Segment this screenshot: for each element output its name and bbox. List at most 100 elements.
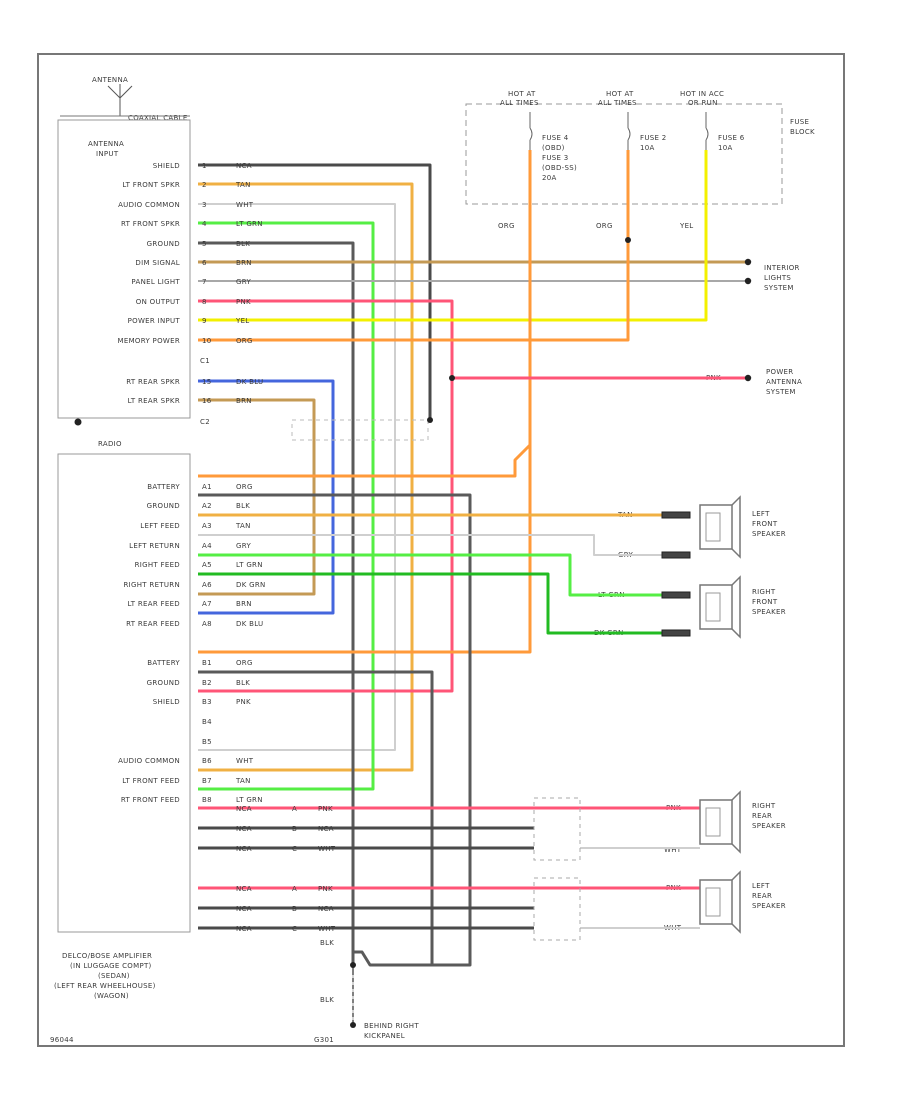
top-pin-wire-color: PNK (236, 298, 251, 306)
radio-a-pin-number: A3 (202, 522, 212, 530)
fuse-3-l2: 10A (718, 144, 733, 152)
fuse-header-2-l1: HOT AT (606, 90, 634, 98)
speaker-cone-icon (731, 870, 741, 934)
radio-a-pin-name: BATTERY (147, 483, 180, 491)
radio-b-pin-wire-color: LT GRN (236, 796, 263, 804)
radio-a-pin-wire-color: ORG (236, 483, 253, 491)
radio-a-pin-wire-color: DK BLU (236, 620, 263, 628)
top-pin-number: 8 (202, 298, 207, 306)
rear-pin-letter: B (292, 825, 297, 833)
top-rear-pin-name: LT REAR SPKR (128, 397, 180, 405)
diagram-frame (37, 53, 845, 1047)
speaker-icon (699, 504, 733, 550)
rear-nca-label: NCA (236, 805, 252, 813)
fuse-block-subtitle: BLOCK (790, 128, 815, 136)
rear-pin-letter: C (292, 925, 297, 933)
speaker-terminal (661, 629, 691, 637)
radio-a-pin-name: GROUND (147, 502, 180, 510)
ground-blk-label-1: BLK (320, 939, 334, 947)
right-front-speaker-icon (699, 575, 741, 639)
coaxial-cable-label: COAXIAL CABLE (128, 114, 188, 122)
radio-a-pin-wire-color: BRN (236, 600, 252, 608)
rr-wire-2-label: WHT (664, 846, 682, 854)
speaker-icon (699, 879, 733, 925)
rear-pin-letter: A (292, 805, 297, 813)
radio-b-pin-name: GROUND (147, 679, 180, 687)
antenna-label: ANTENNA (92, 76, 128, 84)
system-arrow-node (744, 374, 752, 382)
radio-b-pin-name: AUDIO COMMON (118, 757, 180, 765)
rear-pin-letter: C (292, 845, 297, 853)
radio-a-pin-wire-color: LT GRN (236, 561, 263, 569)
wire-ground-b2 (198, 670, 434, 965)
radio-b-pin-number: B8 (202, 796, 212, 804)
left-front-speaker-l1: LEFT (752, 510, 770, 518)
rear-wire-label: WHT (318, 845, 336, 853)
fuse-header-3-l1: HOT IN ACC (680, 90, 724, 98)
splice-pack (291, 419, 429, 441)
rear-right-harness (533, 797, 581, 861)
radio-b-pin-number: B6 (202, 757, 212, 765)
fuse-1-l4: (OBD-SS) (542, 164, 577, 172)
top-pin-name: AUDIO COMMON (118, 201, 180, 209)
wire-power-input (198, 200, 708, 322)
top-pin-wire-color: LT GRN (236, 220, 263, 228)
speaker-magnet-icon (705, 887, 721, 917)
right-rear-speaker-icon (699, 790, 741, 854)
rear-nca-label: NCA (236, 825, 252, 833)
top-pin-name: LT FRONT SPKR (122, 181, 180, 189)
rear-left-harness (533, 877, 581, 941)
speaker-terminal (661, 511, 691, 519)
top-pin-number: 2 (202, 181, 207, 189)
connector-c2-label: C2 (200, 418, 210, 426)
fuse-2-l2: 10A (640, 144, 655, 152)
top-pin-wire-color: BLK (236, 240, 250, 248)
radio-b-pin-wire-color: BLK (236, 679, 250, 687)
speaker-terminal (661, 551, 691, 559)
fuse-1-l1: FUSE 4 (542, 134, 569, 142)
fuse-wire-3-label: YEL (679, 222, 694, 230)
fuse-wire-1-label: ORG (498, 222, 515, 230)
radio-b-pin-name: LT FRONT FEED (122, 777, 180, 785)
right-front-speaker-l2: FRONT (752, 598, 778, 606)
radio-b-pin-number: B3 (202, 698, 212, 706)
fuse-1-l5: 20A (542, 174, 557, 182)
shield-ground-point (74, 418, 82, 426)
top-pin-name: POWER INPUT (128, 317, 181, 325)
right-rear-speaker-l2: REAR (752, 812, 772, 820)
wire-ground-top (198, 241, 355, 965)
footer-code: 96044 (50, 1036, 74, 1044)
radio-b-pin-name: BATTERY (147, 659, 180, 667)
left-front-speaker-l3: SPEAKER (752, 530, 786, 538)
wire-left-return (198, 534, 668, 556)
top-rear-pin-name: RT REAR SPKR (126, 378, 180, 386)
radio-b-pin-name: RT FRONT FEED (121, 796, 180, 804)
top-pin-number: 3 (202, 201, 207, 209)
radio-title: RADIO (98, 440, 122, 448)
right-front-speaker-l1: RIGHT (752, 588, 776, 596)
left-rear-speaker-icon (699, 870, 741, 934)
radio-a-pin-number: A6 (202, 581, 212, 589)
top-pin-number: 1 (202, 162, 207, 170)
fuse-3-l1: FUSE 6 (718, 134, 745, 142)
top-pin-name: GROUND (147, 240, 180, 248)
fuse-block-title: FUSE (790, 118, 809, 126)
shield-junction (427, 417, 433, 423)
top-pin-wire-color: ORG (236, 337, 253, 345)
node-layer (350, 237, 752, 1028)
radio-b-pin-number: B2 (202, 679, 212, 687)
radio-a-pin-number: A4 (202, 542, 212, 550)
radio-a-pin-wire-color: BLK (236, 502, 250, 510)
pnk-splice (449, 375, 455, 381)
radio-b-pin-number: B7 (202, 777, 212, 785)
fuse-1-l3: FUSE 3 (542, 154, 569, 162)
top-rear-pin-wire-color: DK BLU (236, 378, 263, 386)
fuse-icon (529, 112, 709, 150)
fuse-header-2-l2: ALL TIMES (598, 99, 637, 107)
fuse2-splice (625, 237, 631, 243)
wire-rt-rear-spkr (198, 379, 335, 615)
rear-wire-label: WHT (318, 925, 336, 933)
left-front-speaker-icon (699, 495, 741, 559)
